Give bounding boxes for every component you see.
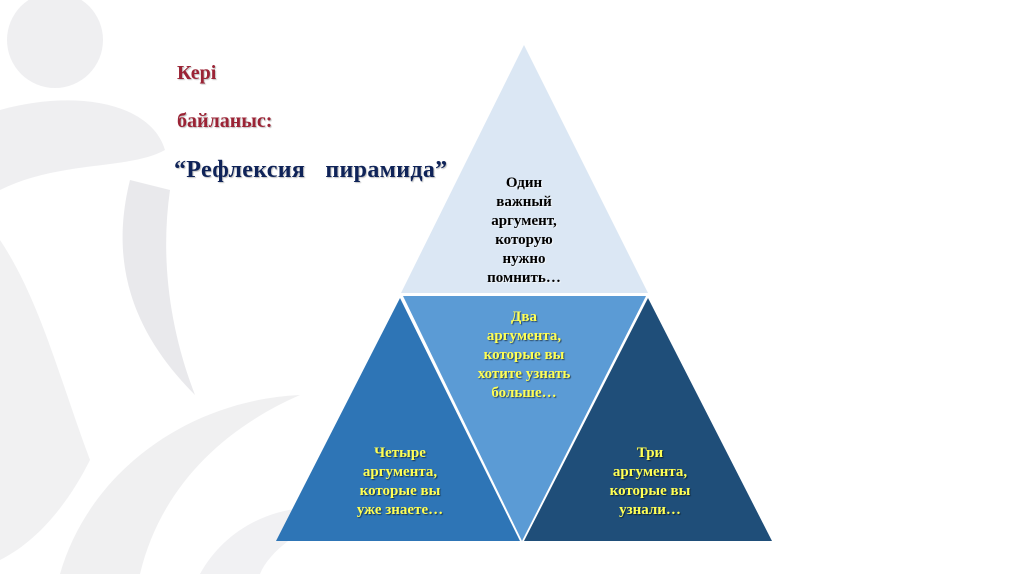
pyramid-bottom-right-segment (524, 298, 772, 541)
pyramid-bottom-left-text: Четыре аргумента, которые вы уже знаете… (356, 445, 444, 518)
pyramid-bottom-right-text: Три аргумента, которые вы узнали… (609, 445, 691, 518)
pyramid-bottom-left-segment (276, 298, 520, 541)
pyramid-top-segment (401, 45, 648, 293)
subtitle: “Рефлексия пирамида” (174, 157, 448, 183)
pyramid-top-text: Один важный аргумент, которую нужно помн… (487, 175, 561, 286)
pyramid-middle-text: Два аргумента, которые вы хотите узнать … (477, 309, 571, 401)
title-line-2: байланыс: (177, 110, 273, 132)
pyramid-middle-segment (403, 296, 646, 541)
title-line-1: Кері (177, 62, 217, 84)
